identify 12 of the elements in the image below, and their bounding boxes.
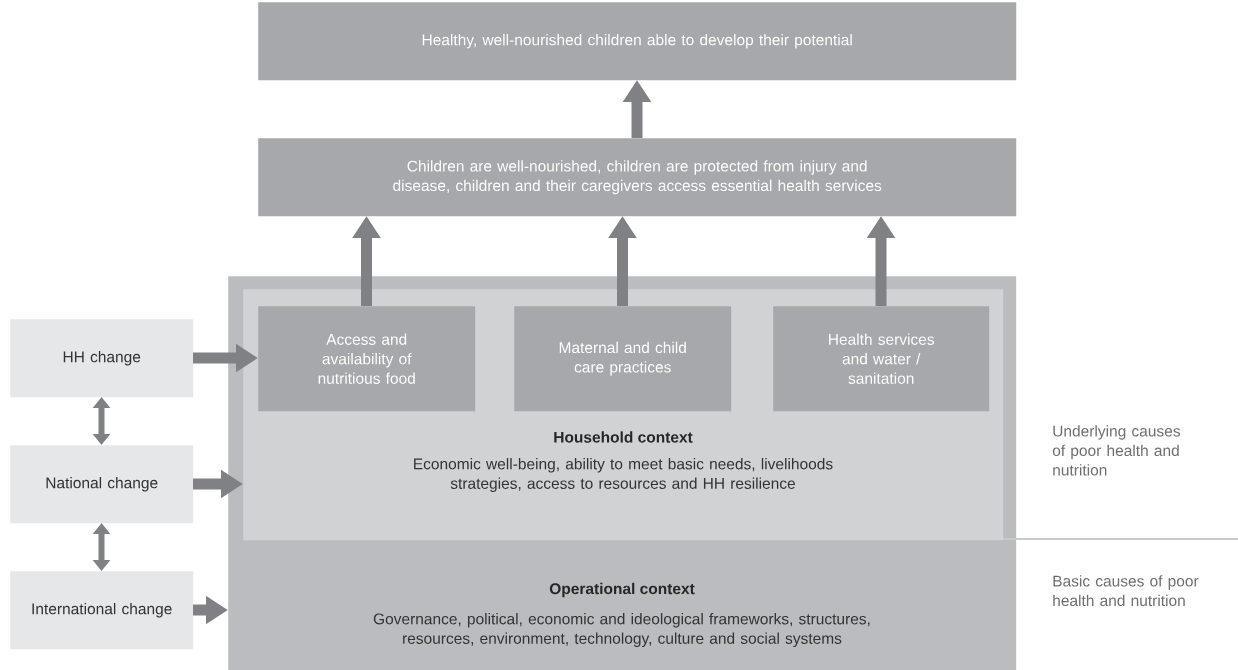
change-box: National change [10,445,194,524]
cause-box: Maternal and child care practices [514,306,732,412]
cause-box: Access and availability of nutritious food [258,306,476,412]
side-note: Underlying causes of poor health and nutrition [1052,425,1180,476]
change-box: International change [10,571,194,650]
goal-box: Healthy, well-nourished children able to develop their potential [258,2,1017,81]
cause-box: Health services and water / sanitation [773,306,990,412]
side-note: Basic causes of poor health and nutrition [1053,575,1199,607]
change-box: HH change [10,319,194,398]
arrow [92,397,111,445]
outcome-box: Children are well-nourished, children are protected from injury and disease, children and their caregivers access essential health services [258,138,1017,217]
arrow [92,523,111,571]
